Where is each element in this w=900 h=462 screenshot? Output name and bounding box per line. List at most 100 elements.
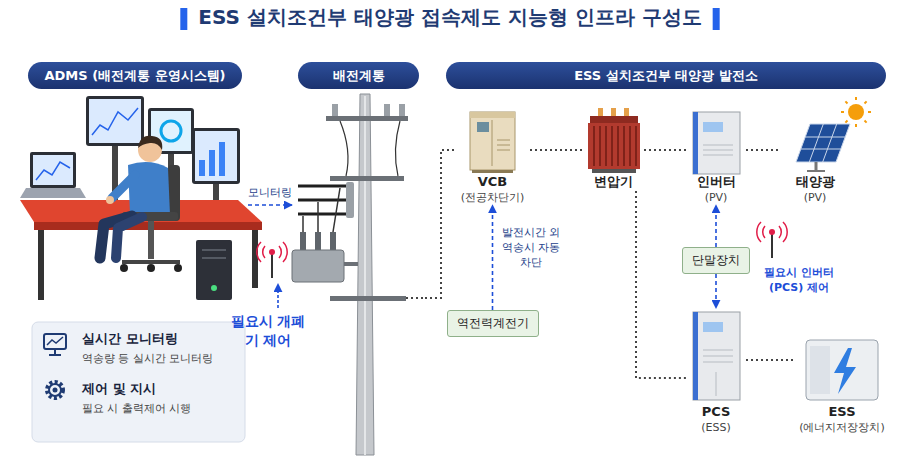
panel-heading: ADMS (배전계통 운영시스템) <box>28 62 242 89</box>
operator-scene <box>196 240 232 300</box>
pcs-cabinet <box>703 322 723 332</box>
ess-unit: ESS(에너지저장장치) <box>794 335 890 435</box>
utility-pole <box>315 232 321 250</box>
utility-pole <box>332 104 338 116</box>
switch-antenna <box>269 249 275 255</box>
solar-panel <box>841 97 871 127</box>
info-panel-art <box>54 349 56 354</box>
operator-scene <box>199 160 205 176</box>
ess-cabinet <box>806 340 878 400</box>
feature-text: 제어 및 지시 <box>82 380 245 398</box>
switch-antenna <box>277 284 279 308</box>
info-panel-art <box>53 388 58 393</box>
vcb-cabinet <box>470 112 515 173</box>
pcs-unit: PCS(ESS) <box>686 308 746 435</box>
pcs-cabinet <box>693 312 740 400</box>
transformer-unit: 변압기 <box>582 108 644 191</box>
switch-antenna <box>271 252 273 278</box>
info-panel-art <box>32 322 245 442</box>
power-line <box>746 149 780 151</box>
transformer <box>611 108 616 116</box>
operator-scene <box>122 260 180 264</box>
feature-box: 실시간 모니터링역송량 등 실시간 모니터링제어 및 지시필요 시 출력제어 시… <box>32 322 245 442</box>
switch-antenna <box>257 242 287 262</box>
control-link <box>715 205 717 247</box>
control-link <box>248 204 292 206</box>
solar-panel <box>801 149 841 150</box>
edge-label-holder: 발전시간 외 역송시 자동차단 <box>498 226 564 271</box>
solar-unit: 태양광(PV) <box>780 108 850 205</box>
solar-panel <box>796 124 850 162</box>
switch-antenna <box>257 242 287 308</box>
grid-panel: 배전계통 <box>292 60 425 456</box>
ess-cabinet <box>810 346 830 394</box>
equipment-label: 태양광 <box>796 174 835 191</box>
pcs-cabinet <box>693 312 740 400</box>
inverter-cabinet <box>703 122 723 132</box>
equipment-label: (PV) <box>804 191 827 205</box>
inverter-cabinet <box>703 150 733 151</box>
edge-label-holder: 모니터링 <box>244 186 296 201</box>
inverter-cabinet <box>703 155 733 156</box>
power-line <box>530 149 582 151</box>
ess-cabinet <box>834 348 856 394</box>
utility-pole <box>300 232 306 250</box>
operator-scene <box>116 217 142 258</box>
vcb-cabinet <box>477 122 489 132</box>
operator-scene <box>161 121 181 141</box>
equipment-label: 변압기 <box>594 174 633 191</box>
equipment-label: VCB <box>478 174 508 191</box>
operator-scene <box>195 131 237 181</box>
equipment-label: (ESS) <box>701 421 731 435</box>
utility-pole <box>406 297 425 299</box>
solar-panel <box>809 124 823 162</box>
ess-cabinet <box>806 340 878 400</box>
inverter-cabinet <box>693 112 740 174</box>
utility-pole <box>298 185 346 188</box>
pcs-cabinet <box>716 372 717 396</box>
utility-pole <box>340 121 400 176</box>
operator-scene <box>86 96 144 146</box>
title-bar <box>713 8 720 30</box>
pcs-cabinet <box>703 356 733 357</box>
transformer <box>598 108 603 116</box>
control-note: 필요시 인버터(PCS) 제어 <box>752 266 846 296</box>
solar-panel <box>805 137 845 138</box>
transformer <box>594 126 636 166</box>
diagram-title: ESS 설치조건부 태양광 접속제도 지능형 인프라 구성도 <box>198 4 701 30</box>
control-link <box>715 274 717 308</box>
inverter-cabinet <box>693 112 740 174</box>
solar-panel <box>823 124 837 162</box>
operator-scene <box>120 264 128 272</box>
terminal-antenna <box>769 229 775 235</box>
power-line <box>746 359 794 361</box>
operator-scene <box>174 264 182 272</box>
inverter-cabinet <box>703 145 733 146</box>
panel-heading: ESS 설치조건부 태양광 발전소 <box>446 62 886 89</box>
utility-pole <box>330 296 406 301</box>
power-line <box>644 149 686 151</box>
pcs-cabinet <box>693 312 698 400</box>
operator-scene <box>213 184 219 200</box>
device-label: 역전력계전기 <box>457 315 529 332</box>
title-bar <box>180 8 187 30</box>
power-line <box>636 191 686 378</box>
operator-scene <box>38 230 44 300</box>
info-panel-art <box>44 334 66 349</box>
relay-box: 역전력계전기 <box>447 310 539 337</box>
vcb-cabinet <box>497 145 510 146</box>
terminal-box: 단말장치 <box>682 247 750 274</box>
control-link <box>492 205 494 310</box>
utility-pole <box>399 104 405 116</box>
operator-scene <box>89 99 141 143</box>
transformer <box>592 169 636 173</box>
vcb-cabinet <box>470 112 515 118</box>
title-holder: ESS 설치조건부 태양광 접속제도 지능형 인프라 구성도 <box>0 4 900 30</box>
note-holder: 필요시 인버터(PCS) 제어 <box>752 266 846 296</box>
pcs-cabinet <box>703 362 733 363</box>
solar-panel <box>807 170 825 172</box>
operator-scene <box>148 221 154 259</box>
utility-pole <box>292 250 344 282</box>
operator-scene <box>202 249 226 251</box>
transformer <box>588 123 640 169</box>
